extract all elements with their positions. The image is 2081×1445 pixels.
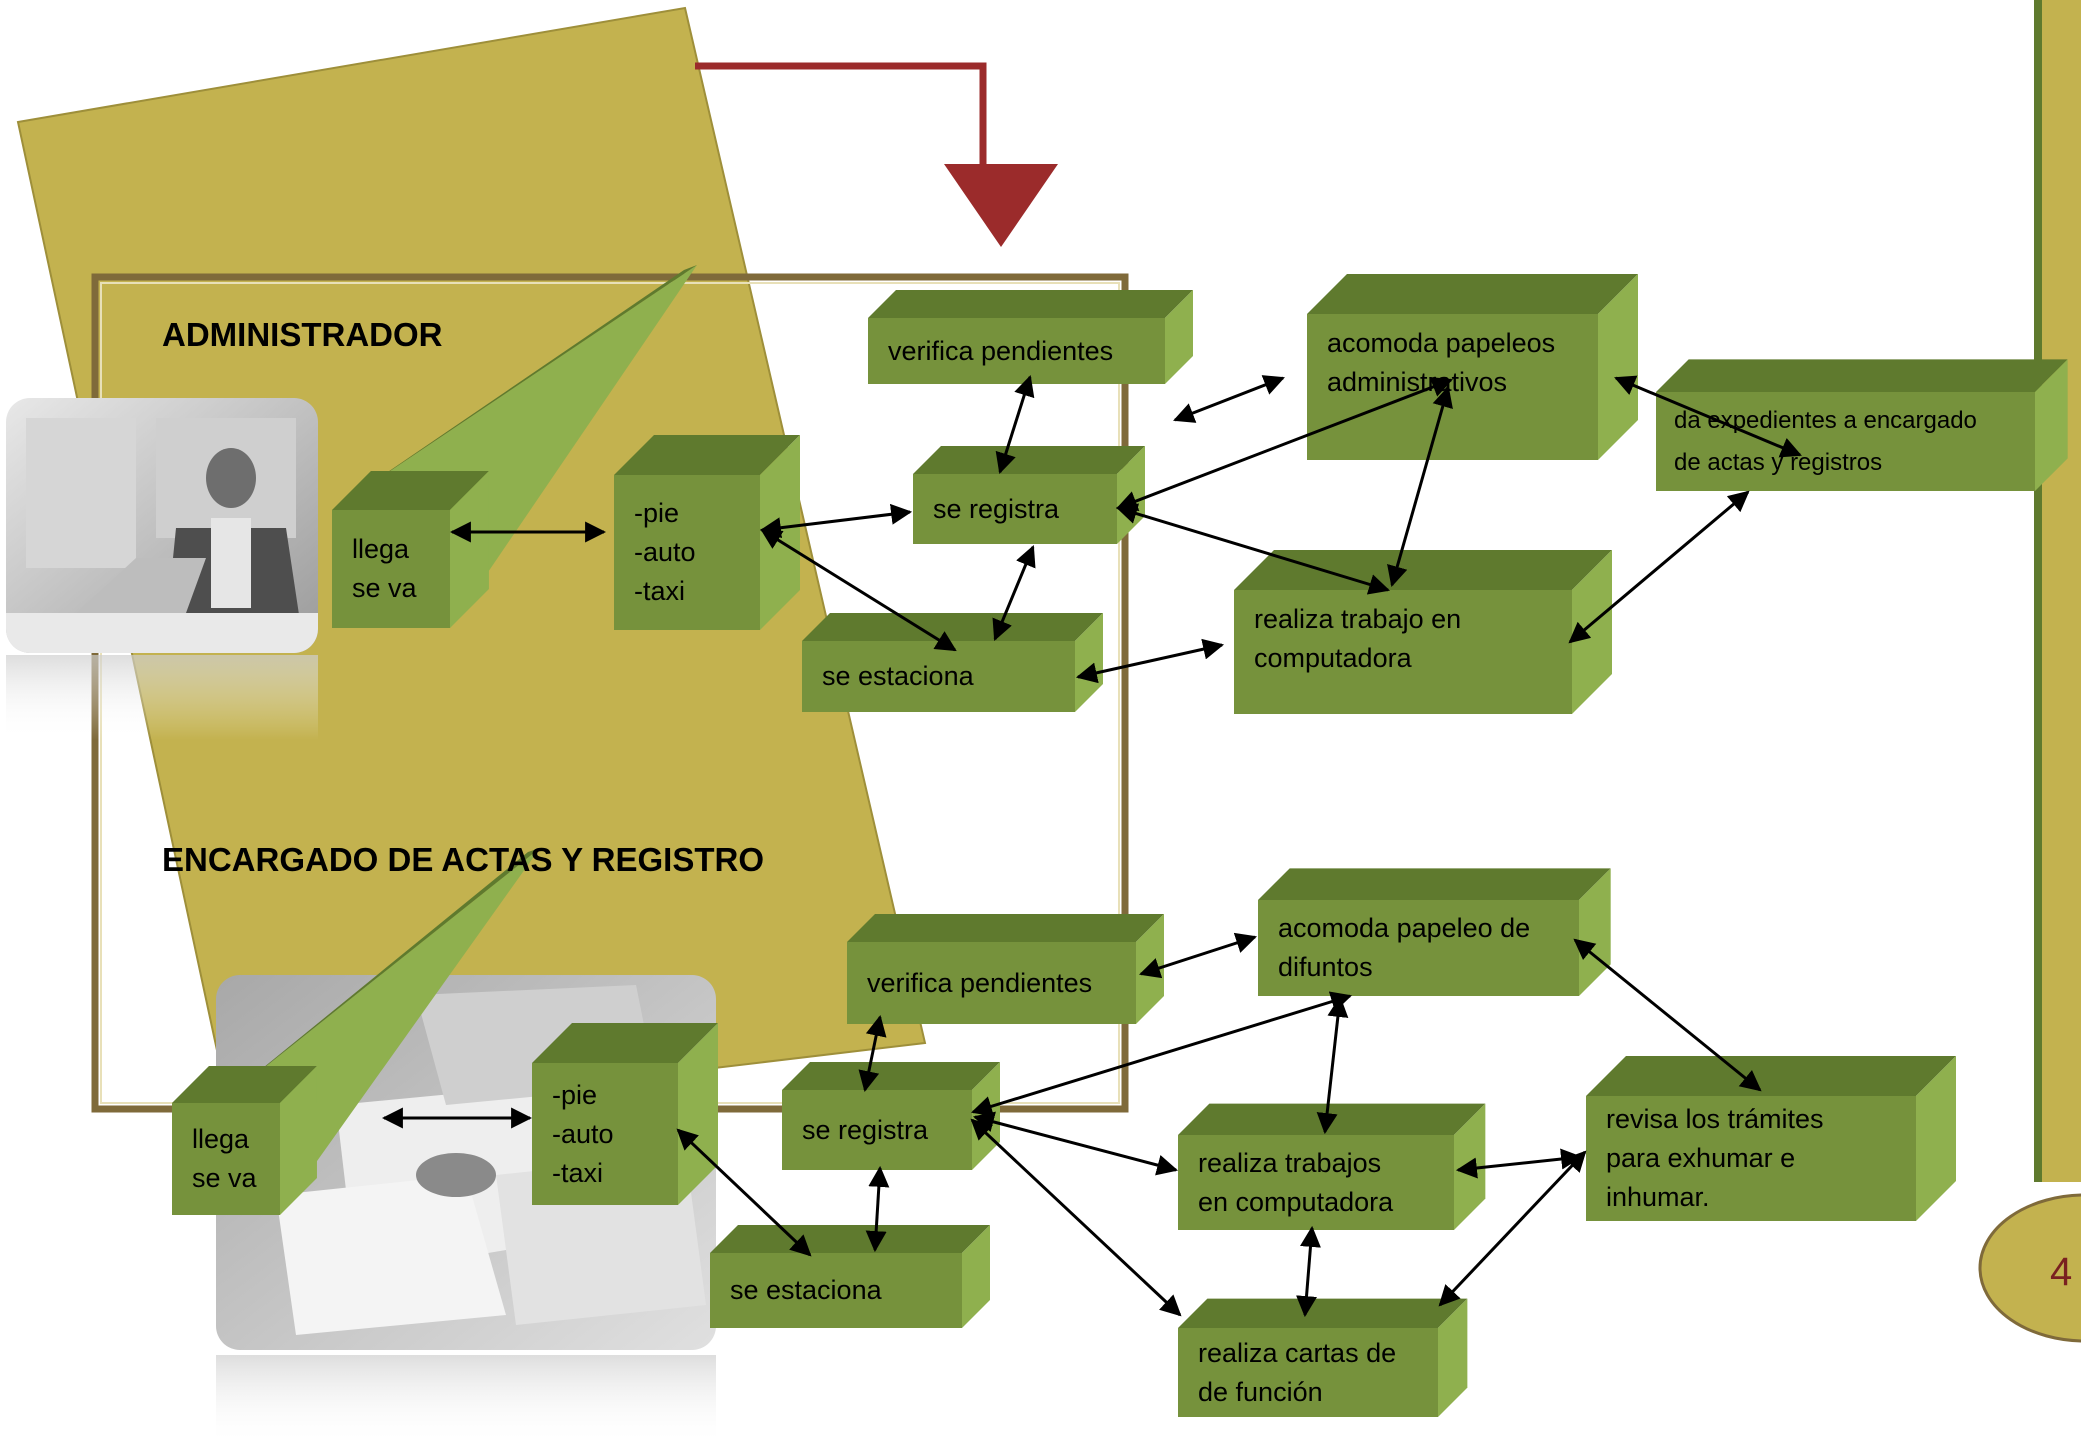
sidebar-band [2041,0,2081,1182]
box-side-face [2035,359,2068,491]
node-line: inhumar. [1606,1182,1710,1212]
node-arrival-admin: llega se va [332,510,450,628]
node-transport-encargado: -pie -auto -taxi [532,1063,678,1205]
page-number-circle [1978,1193,2081,1343]
red-flow-line [695,62,987,164]
node-line: realiza trabajos [1198,1147,1382,1178]
connector-arrow [1115,503,1391,595]
connector-arrow [1455,1148,1583,1179]
connector-arrow [1296,1225,1321,1318]
node-line: difuntos [1278,952,1373,982]
node-park-admin: se estaciona [802,641,1075,712]
connector-arrow [1075,638,1225,684]
node-line: computadora [1254,643,1412,673]
connector-arrow [995,374,1035,475]
node-arrival-encargado: llega se va [172,1103,280,1215]
node-line: para exhumar e [1606,1143,1796,1173]
node-line: se va [192,1163,257,1193]
swoosh-shape-encargado-shade [220,848,540,1103]
node-line: realiza trabajo en [1254,604,1462,634]
box-top-face [868,290,1193,318]
connector-arrow [1573,938,1762,1092]
connector-arrow [1139,932,1257,979]
connector-arrow [1116,376,1453,512]
box-top-face [847,914,1164,942]
box-side-face [1165,290,1193,384]
node-line: verifica pendientes [888,335,1114,366]
section-heading-administrador: ADMINISTRADOR [162,316,443,353]
node-line: acomoda papeleos [1327,328,1556,358]
connector-arrow [1173,375,1285,423]
box-top-face [1258,868,1611,900]
node-register-encargado: se registra [782,1090,972,1170]
connector-arrow [970,991,1353,1117]
node-line: se va [352,573,417,603]
node-park-encargado: se estaciona [710,1253,962,1328]
box-top-face [614,435,800,475]
node-arrange-papers-encargado: acomoda papeleo de difuntos [1258,900,1579,996]
box-top-face [532,1023,718,1063]
node-line: en computadora [1198,1186,1394,1217]
connector-arrow [1387,385,1453,588]
node-line: de función [1198,1376,1323,1407]
node-line: se estaciona [822,661,974,691]
node-line: -taxi [552,1157,604,1188]
node-computer-work-admin: realiza trabajo en computadora [1234,590,1572,714]
box-side-face [1438,1298,1468,1417]
node-line: -pie [634,498,680,528]
red-arrow-head-icon [944,164,1058,247]
connector-arrow [759,503,913,539]
node-line: revisa los trámites [1606,1104,1824,1134]
box-side-face [1916,1056,1956,1221]
node-line: -auto [634,537,696,567]
page-number: 4 [2050,1250,2073,1294]
connector-arrow [1614,375,1802,458]
connector-arrow [972,1111,1179,1176]
box-top-face [782,1062,1000,1090]
section-heading-encargado: ENCARGADO DE ACTAS Y REGISTRO [162,841,765,878]
connector-arrow [1438,1150,1587,1307]
connector-arrow [970,1118,1182,1317]
node-line: se estaciona [730,1275,882,1305]
box-top-face [1178,1298,1468,1328]
connector-arrow [992,545,1036,641]
connector-arrow [1316,995,1349,1135]
connector-arrow [676,1128,812,1257]
box-top-face [1307,274,1638,314]
box-side-face [280,1066,317,1215]
node-register-admin: se registra [913,474,1117,544]
node-line: se registra [933,493,1060,524]
node-line: realiza cartas de [1198,1337,1397,1368]
swoosh-shape-admin-shade [332,265,697,510]
node-computer-work-encargado: realiza trabajos en computadora [1178,1135,1454,1230]
connector-arrow [1568,490,1750,644]
node-line: llega [192,1124,250,1154]
businessman-laptop-photo [6,398,318,653]
connector-arrow [760,528,957,652]
node-review-procedures-encargado: revisa los trámites para exhumar e inhum… [1586,1096,1916,1221]
box-top-face [172,1066,317,1103]
connector-arrow [865,1165,890,1253]
node-line: acomoda papeleo de [1278,913,1531,943]
node-line: -pie [552,1079,598,1110]
node-line: se registra [802,1114,929,1145]
node-transport-admin: -pie -auto -taxi [614,475,760,630]
connector-arrow [858,1014,887,1093]
box-top-face [332,471,489,510]
node-line: llega [352,534,410,564]
node-line: -auto [552,1118,614,1149]
node-check-pending-admin: verifica pendientes [868,318,1165,384]
node-line: -taxi [634,576,686,606]
node-letters-encargado: realiza cartas de de función [1178,1328,1438,1417]
box-side-face [450,471,489,628]
